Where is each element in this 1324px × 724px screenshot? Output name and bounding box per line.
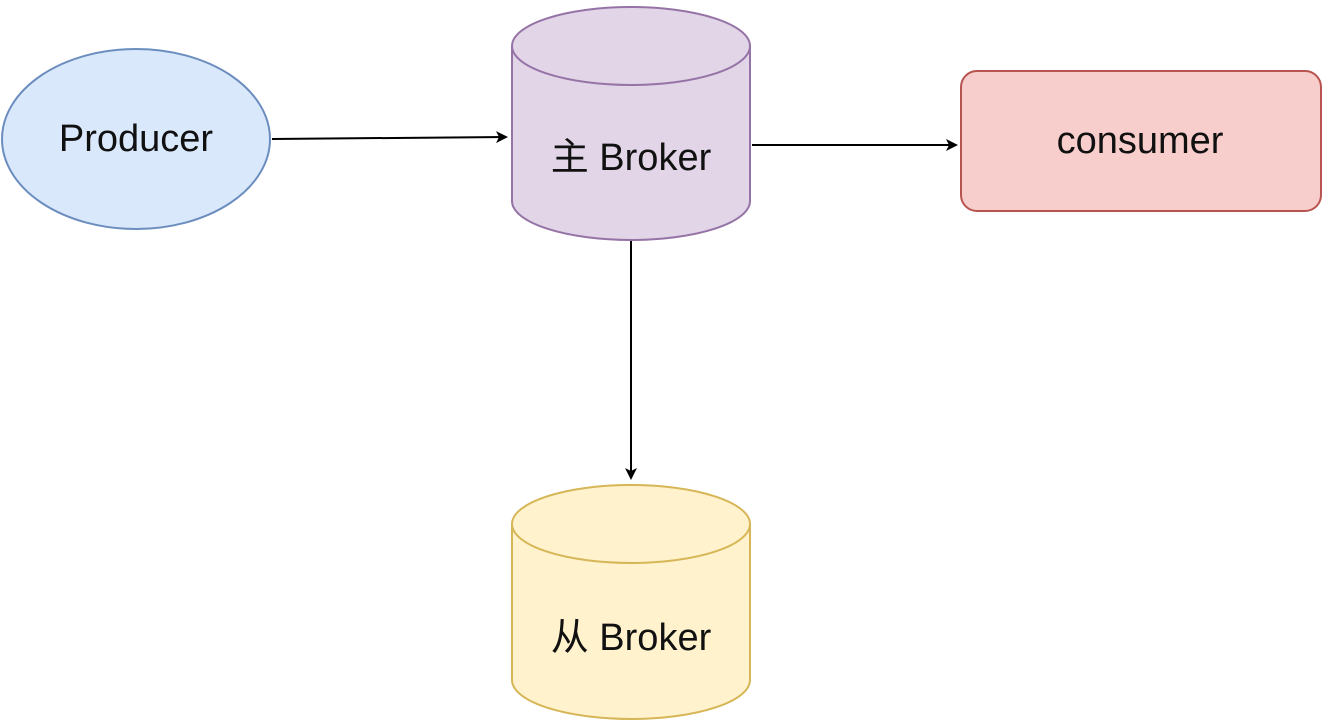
edge-producer-to-master bbox=[271, 131, 508, 144]
producer-label: Producer bbox=[59, 118, 214, 160]
consumer-label: consumer bbox=[1057, 120, 1224, 162]
master-broker-top bbox=[511, 6, 751, 86]
producer-node[interactable]: Producer bbox=[1, 48, 271, 230]
slave-broker-top bbox=[511, 484, 751, 564]
slave-broker-body bbox=[511, 524, 751, 720]
consumer-node[interactable]: consumer bbox=[960, 70, 1322, 212]
master-broker-node[interactable]: 主 Broker bbox=[511, 6, 751, 241]
slave-broker-node[interactable]: 从 Broker bbox=[511, 484, 751, 720]
slave-broker-label: 从 Broker bbox=[551, 617, 712, 659]
master-broker-body bbox=[511, 46, 751, 241]
consumer-shape bbox=[960, 70, 1322, 212]
producer-shape bbox=[1, 48, 271, 230]
edges bbox=[271, 131, 958, 480]
master-broker-label: 主 Broker bbox=[551, 137, 712, 179]
